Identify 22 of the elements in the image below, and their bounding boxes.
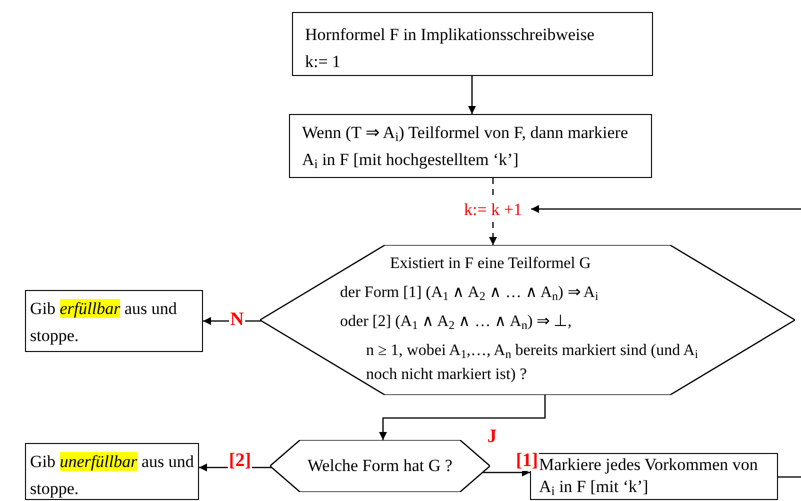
decision-text: oder [2] (A$_{1}$ ∧ A$_{2}$ ∧ … ∧ A$_{n}$) ⇒ ⊥, [340,312,573,334]
edge-label: [1] [514,451,540,471]
arrow [482,468,530,476]
process-box [292,12,653,76]
arrow [531,205,801,213]
arrow [379,395,546,440]
decision-text: n ≥ 1, wobei A$_{1}$,…, A$_{n}$ bereits markiert sind (und A$_{i}$ noch nicht markiert ist) ? [365,341,700,385]
box-text: Hornformel F in Implikationsschreibweise [305,24,596,46]
arrow [489,222,497,245]
box-text: Markiere jedes Vorkommen von A$_{i}$ in F [mit ‘k’] [539,454,759,498]
arrow [468,76,476,114]
output-box [25,443,199,500]
edge-label: [2] [228,451,252,471]
box-text: Wenn (T ⇒ A$_{i}$) Teilformel von F, dann markiere A$_{i}$ in F [mit hochgestelltem ‘k’] [302,122,630,173]
decision-text: Welche Form hat G ? [308,455,452,478]
output-box [25,290,203,352]
decision-text: der Form [1] (A$_{1}$ ∧ A$_{2}$ ∧ … ∧ A$_{n}$) ⇒ A$_{i}$ [340,283,600,305]
box-text: k:= 1 [305,51,342,73]
process-box [289,114,652,178]
counter-text: k:= k +1 [463,199,523,221]
arrow [203,317,262,325]
decision-text: Existiert in F eine Teilformel G [389,254,592,274]
